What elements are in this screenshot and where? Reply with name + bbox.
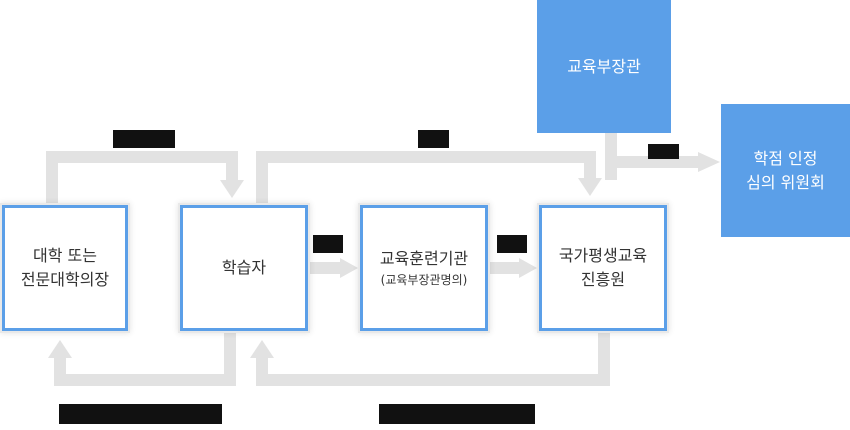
redacted-label bbox=[113, 130, 175, 148]
node-nile: 국가평생교육 진흥원 bbox=[539, 205, 667, 331]
redacted-label bbox=[313, 235, 343, 253]
node-university-line2: 전문대학의장 bbox=[20, 270, 110, 289]
arrowhead bbox=[698, 152, 720, 172]
arrowhead bbox=[519, 258, 537, 278]
redacted-label bbox=[648, 144, 679, 159]
connector-learner-to-university bbox=[54, 332, 236, 386]
redacted-label bbox=[379, 404, 535, 424]
node-committee-line1: 학점 인정 bbox=[753, 148, 818, 168]
redacted-label bbox=[497, 235, 527, 253]
node-training-institution: 교육훈련기관 (교육부장관명의) bbox=[360, 205, 488, 331]
node-minister: 교육부장관 bbox=[537, 0, 671, 133]
connector-university-to-learner bbox=[46, 151, 238, 205]
redacted-label bbox=[418, 130, 449, 148]
node-training-label: 교육훈련기관 bbox=[379, 249, 469, 268]
arrowhead bbox=[250, 340, 274, 358]
redacted-label bbox=[59, 404, 222, 424]
node-minister-label: 교육부장관 bbox=[567, 56, 641, 76]
node-nile-line2: 진흥원 bbox=[580, 270, 626, 289]
node-university: 대학 또는 전문대학의장 bbox=[2, 205, 128, 331]
node-university-line1: 대학 또는 bbox=[33, 246, 97, 265]
node-nile-line1: 국가평생교육 bbox=[558, 246, 648, 265]
node-learner: 학습자 bbox=[180, 205, 308, 331]
node-learner-label: 학습자 bbox=[221, 258, 267, 277]
connector-nile-to-learner bbox=[256, 151, 596, 205]
arrowhead bbox=[340, 258, 358, 278]
arrowhead bbox=[578, 178, 602, 196]
arrowhead bbox=[48, 340, 72, 358]
connector-nile-to-learner-bottom bbox=[256, 332, 610, 386]
node-committee: 학점 인정 심의 위원회 bbox=[721, 104, 850, 237]
arrowhead bbox=[220, 180, 244, 198]
node-training-sub: (교육부장관명의) bbox=[380, 273, 468, 287]
node-committee-line2: 심의 위원회 bbox=[746, 172, 825, 192]
